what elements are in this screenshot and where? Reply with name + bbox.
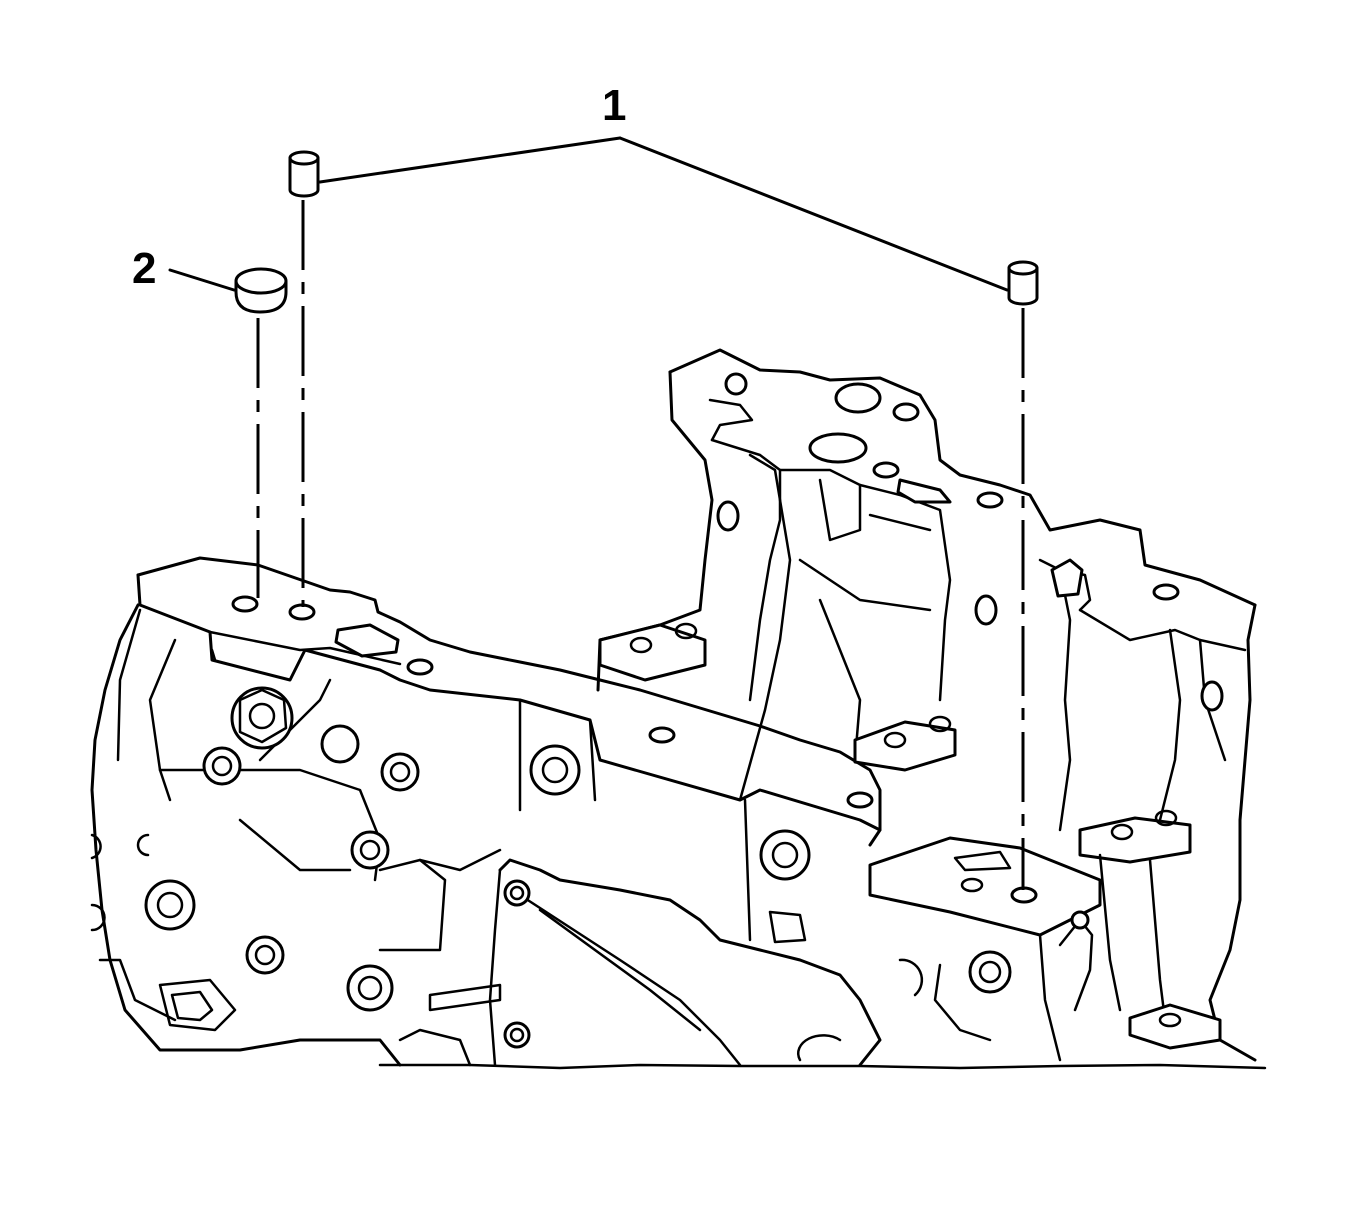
deck-hole-1b (1010, 886, 1038, 904)
deck-hole-2 (231, 595, 259, 613)
left-bolt-boss (230, 686, 294, 750)
bottom-break-line (378, 1063, 1267, 1070)
right-deck-pad (868, 836, 1102, 937)
callout-leaders (168, 136, 1009, 292)
callout-2-label: 2 (132, 244, 156, 293)
install-centerlines (256, 200, 1025, 890)
lower-plate (498, 858, 882, 1067)
dowel-pin-left (288, 150, 320, 198)
sealing-plug (234, 267, 288, 314)
right-side-body (1208, 603, 1257, 1062)
leader-2 (168, 268, 236, 292)
left-side-body (90, 603, 402, 1067)
leader-1-right (618, 136, 1009, 292)
engine-block (90, 348, 1267, 1070)
deck-hole-1 (288, 603, 316, 621)
callout-1-label: 1 (602, 81, 626, 130)
dowel-pin-right (1007, 260, 1039, 306)
block-deck-outline (136, 556, 882, 847)
rear-upper-section (668, 348, 1257, 607)
deck-front-face (136, 573, 882, 832)
leader-1-left (318, 136, 622, 184)
